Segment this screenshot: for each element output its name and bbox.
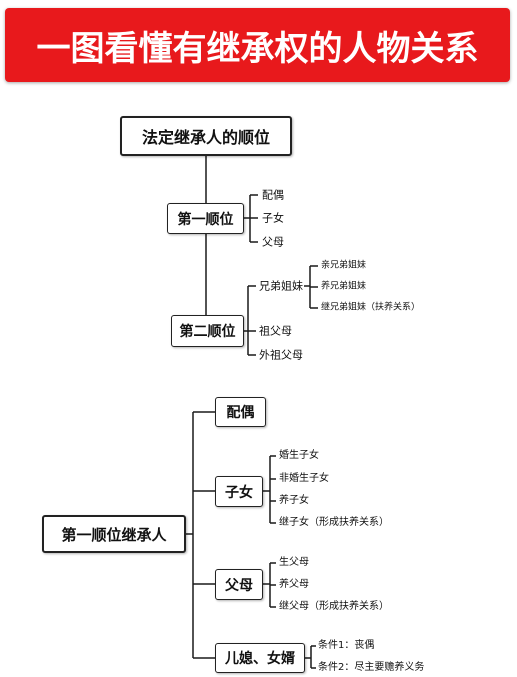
node-first-order-heirs: 第一顺位继承人 [42,515,186,553]
node-label: 法定继承人的顺位 [141,128,270,147]
second-order-item-grandparents: 祖父母 [259,324,292,338]
first-order-item-children: 子女 [262,211,284,225]
node-label: 父母 [225,577,253,594]
node-legal-heir-order: 法定继承人的顺位 [120,116,292,156]
node-in-laws: 儿媳、女婿 [215,643,305,673]
bracket-siblings [304,265,318,309]
parents-item-adoptive: 养父母 [279,579,309,590]
node-first-order: 第一顺位 [167,203,244,234]
title-banner: 一图看懂有继承权的人物关系 [5,8,510,82]
trunk-line-first-heirs [186,411,215,659]
first-order-item-parents: 父母 [262,235,284,249]
parents-item-step: 继父母（形成扶养关系） [279,601,389,612]
bracket-first-order [243,194,258,243]
children-item-step: 继子女（形成扶养关系） [279,517,389,528]
second-order-item-maternal-grandparents: 外祖父母 [259,348,303,362]
bracket-second-order [244,285,256,356]
bracket-parents [263,562,276,608]
node-spouse: 配偶 [215,397,266,427]
siblings-item-adopted: 养兄弟姐妹 [321,281,367,292]
children-item-adopted: 养子女 [279,495,309,506]
bracket-in-laws [305,645,316,669]
node-label: 儿媳、女婿 [225,651,295,667]
node-label: 第二顺位 [179,324,236,340]
siblings-item-blood: 亲兄弟姐妹 [321,260,367,271]
second-order-item-siblings: 兄弟姐妹 [259,279,303,293]
first-order-item-spouse: 配偶 [262,188,284,202]
node-parents: 父母 [215,569,263,600]
in-laws-condition-2: 条件2：尽主要赡养义务 [318,662,425,673]
node-label: 子女 [225,484,253,501]
in-laws-condition-1: 条件1：丧偶 [318,640,375,651]
node-label: 第一顺位 [177,211,234,228]
node-second-order: 第二顺位 [171,315,244,347]
node-label: 第一顺位继承人 [61,525,167,544]
node-label: 配偶 [226,405,255,421]
parents-item-birth: 生父母 [279,557,309,568]
bracket-children [263,455,276,524]
children-item-illegitimate: 非婚生子女 [279,473,329,484]
page-title: 一图看懂有继承权的人物关系 [36,28,479,69]
siblings-item-step: 继兄弟姐妹（扶养关系） [321,302,421,313]
node-children: 子女 [215,476,263,507]
children-item-legitimate: 婚生子女 [279,450,319,461]
